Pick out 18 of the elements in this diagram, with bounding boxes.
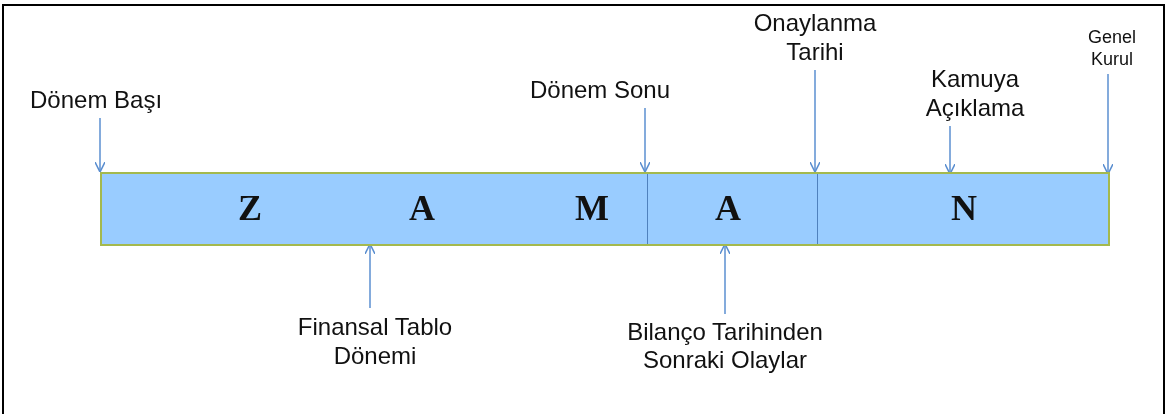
- arrow: [943, 125, 957, 175]
- timeline-label: Genel Kurul: [1077, 26, 1147, 70]
- timeline-label: Dönem Başı: [30, 85, 250, 114]
- segment-letter: A: [715, 188, 741, 228]
- timeline-label: Kamuya Açıklama: [880, 64, 1070, 122]
- timeline-label: Bilanço Tarihinden Sonraki Olaylar: [625, 318, 825, 374]
- timeline-label: Finansal Tablo Dönemi: [295, 312, 455, 370]
- segment-letter: A: [409, 188, 435, 228]
- timeline-label: Onaylanma Tarihi: [740, 8, 890, 66]
- timeline-label: Dönem Sonu: [470, 75, 730, 104]
- arrow: [638, 107, 652, 173]
- arrow: [808, 69, 822, 173]
- arrow: [93, 117, 107, 173]
- segment-letter: M: [575, 188, 609, 228]
- timeline-bar: [100, 172, 1110, 246]
- segment-letter: Z: [238, 188, 262, 228]
- arrow: [1101, 73, 1115, 175]
- segment-letter: N: [951, 188, 977, 228]
